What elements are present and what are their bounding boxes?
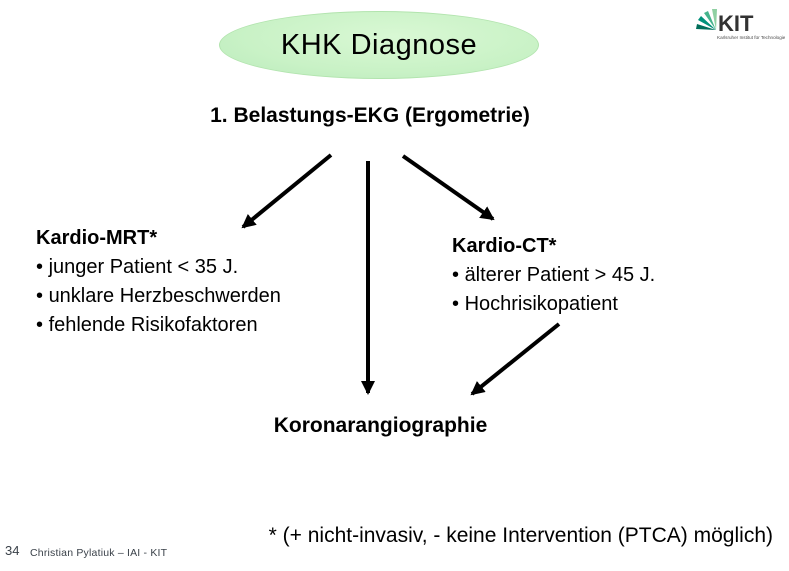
- kit-logo-graphic: KIT Karlsruher Institut für Technologie: [696, 9, 785, 40]
- kit-logo: KIT Karlsruher Institut für Technologie: [695, 8, 785, 46]
- page-number: 34: [5, 543, 20, 558]
- step1-heading: 1. Belastungs-EKG (Ergometrie): [210, 104, 530, 127]
- kit-fan-icon: [696, 9, 717, 30]
- title-ellipse: KHK Diagnose: [219, 11, 539, 79]
- arrow-to-mrt: [241, 153, 333, 229]
- bullet-item: junger Patient < 35 J.: [36, 253, 281, 282]
- kardio-ct-title: Kardio-CT*: [452, 235, 557, 257]
- footer-author: Christian Pylatiuk – IAI - KIT: [30, 547, 168, 559]
- kit-acronym: KIT: [718, 11, 754, 36]
- kardio-mrt-block: Kardio-MRT* junger Patient < 35 J. unkla…: [36, 227, 281, 340]
- kardio-ct-bullets: älterer Patient > 45 J. Hochrisikopatien…: [452, 261, 656, 319]
- result-koronarangiographie: Koronarangiographie: [273, 414, 488, 437]
- kardio-mrt-title: Kardio-MRT*: [36, 227, 158, 249]
- kit-tagline: Karlsruher Institut für Technologie: [717, 35, 785, 40]
- kardio-mrt-bullets: junger Patient < 35 J. unklare Herzbesch…: [36, 253, 281, 340]
- footnote: * (+ nicht-invasiv, - keine Intervention…: [268, 524, 773, 547]
- bullet-item: unklare Herzbeschwerden: [36, 282, 281, 311]
- arrow-to-ct: [401, 154, 495, 221]
- page-title: KHK Diagnose: [280, 28, 478, 61]
- bullet-item: fehlende Risikofaktoren: [36, 311, 281, 340]
- kardio-ct-block: Kardio-CT* älterer Patient > 45 J. Hochr…: [452, 235, 655, 319]
- bullet-item: Hochrisikopatient: [452, 290, 655, 319]
- arrow-ct-to-koronarangiographie: [470, 322, 561, 396]
- bullet-item: älterer Patient > 45 J.: [452, 261, 656, 290]
